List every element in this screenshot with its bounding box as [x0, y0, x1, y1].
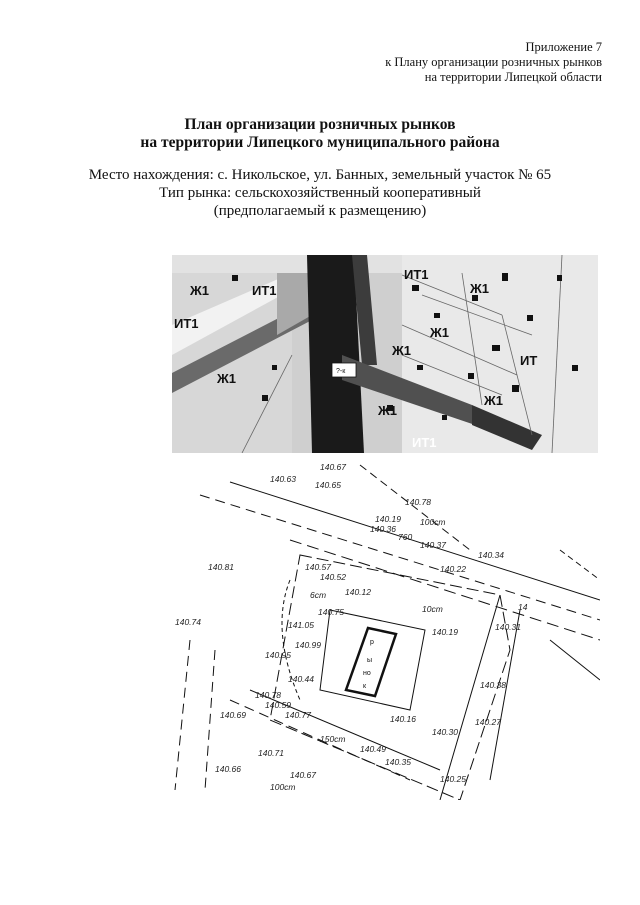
site-plan: 140.67 140.63 140.65 140.78 140.81 140.1…	[174, 462, 600, 800]
document-title: План организации розничных рынков на тер…	[0, 116, 640, 152]
title-line-1: План организации розничных рынков	[184, 116, 456, 133]
elevation: 140.78	[255, 690, 281, 700]
zone-label: Ж1	[189, 283, 209, 298]
market-info: Место нахождения: с. Никольское, ул. Бан…	[0, 166, 640, 220]
elevation: 140.67	[320, 462, 346, 472]
elevation: 140.78	[405, 497, 431, 507]
zone-label: Ж1	[469, 281, 489, 296]
elevation: 140.31	[495, 622, 521, 632]
elevation: 140.81	[208, 562, 234, 572]
elevation: 140.66	[215, 764, 241, 774]
elevation: 140.99	[295, 640, 321, 650]
elevation: 140.30	[432, 727, 458, 737]
appendix-note: Приложение 7 к Плану организации розничн…	[385, 40, 602, 85]
market-label: но	[363, 670, 371, 677]
zone-label: ИТ1	[412, 435, 437, 450]
dimension-mark: 760	[398, 532, 412, 542]
elevation: 140.36	[370, 524, 396, 534]
elevation: 140.69	[220, 710, 246, 720]
zone-label: Ж1	[429, 325, 449, 340]
zone-label: Ж1	[216, 371, 236, 386]
elevation: 140.75	[318, 607, 344, 617]
appendix-region: на территории Липецкой области	[424, 70, 602, 84]
elevation: 140.67	[290, 770, 316, 780]
elevation: 140.19	[375, 514, 401, 524]
elevation: 140.34	[478, 550, 504, 560]
elevation: 140.44	[288, 674, 314, 684]
zone-label: Ж1	[377, 403, 397, 418]
elevation: 140.71	[258, 748, 284, 758]
elevation: 140.74	[175, 617, 201, 627]
elevation: 140.52	[320, 572, 346, 582]
elevation: 140.27	[475, 717, 501, 727]
site-marker: ?-к	[336, 368, 346, 375]
title-line-2: на территории Липецкого муниципального р…	[140, 134, 500, 151]
dimension-mark: 6cm	[310, 590, 326, 600]
market-location: Место нахождения: с. Никольское, ул. Бан…	[88, 167, 552, 183]
elevation: 140.16	[390, 714, 416, 724]
market-label: ы	[367, 657, 372, 664]
elevation: 141.05	[288, 620, 314, 630]
dimension-mark: 100cm	[420, 517, 446, 527]
zoning-map: ?-к Ж1 ИТ1 ИТ1 ИТ1 Ж1 Ж1 Ж1 Ж1 Ж1 Ж1 ИТ …	[172, 255, 598, 453]
elevation: 140.77	[285, 710, 311, 720]
dimension-mark: 10cm	[422, 604, 443, 614]
elevation: 140.57	[305, 562, 331, 572]
zone-label: ИТ1	[174, 316, 199, 331]
elevation: 140.63	[270, 474, 296, 484]
zone-label: ИТ1	[252, 283, 277, 298]
dimension-mark: 150cm	[320, 734, 346, 744]
zone-label: Ж1	[391, 343, 411, 358]
elevation: 140.95	[265, 650, 291, 660]
dimension-mark: 14	[518, 602, 528, 612]
elevation: 140.49	[360, 744, 386, 754]
elevation: 140.35	[385, 757, 411, 767]
elevation: 140.25	[440, 774, 466, 784]
market-label: к	[363, 683, 367, 690]
appendix-number: Приложение 7	[525, 40, 602, 54]
elevation: 140.59	[265, 700, 291, 710]
zone-label: Ж1	[483, 393, 503, 408]
elevation: 140.22	[440, 564, 466, 574]
market-status: (предполагаемый к размещению)	[213, 203, 427, 219]
market-type: Тип рынка: сельскохозяйственный кооперат…	[159, 185, 481, 201]
zone-label: ИТ1	[404, 267, 429, 282]
market-label: р	[370, 639, 374, 646]
dimension-mark: 100cm	[270, 782, 296, 792]
elevation: 140.38	[480, 680, 506, 690]
appendix-ref: к Плану организации розничных рынков	[385, 55, 602, 69]
elevation: 140.37	[420, 540, 446, 550]
elevation: 140.19	[432, 627, 458, 637]
elevation: 140.12	[345, 587, 371, 597]
elevation: 140.65	[315, 480, 341, 490]
zone-label: ИТ	[520, 353, 537, 368]
